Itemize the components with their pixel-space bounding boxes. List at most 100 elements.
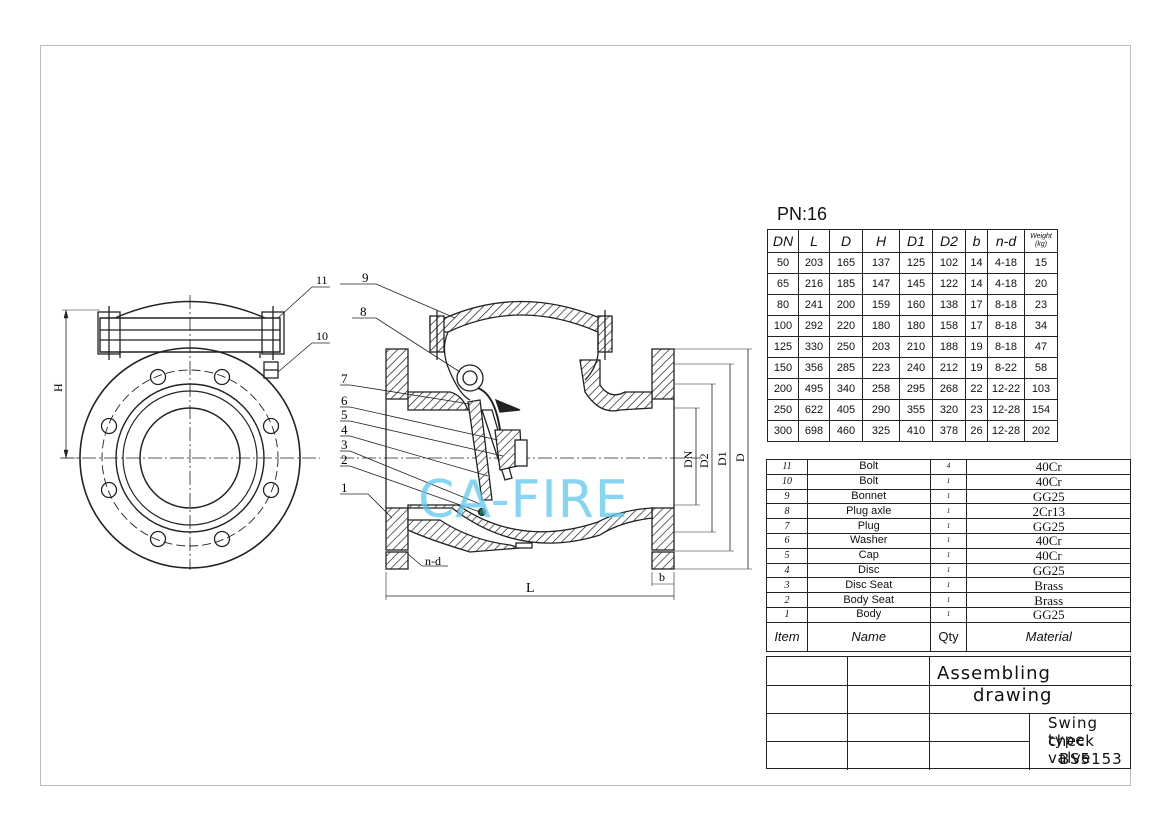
dims-cell: 65 (767, 273, 799, 295)
dims-cell: 223 (862, 357, 900, 379)
parts-cell-qty: 4 (929, 459, 968, 475)
drawing-frame (40, 45, 1131, 786)
parts-cell-material: GG25 (966, 518, 1131, 534)
dims-header: n-d (987, 229, 1025, 253)
dims-cell: 125 (767, 336, 799, 358)
dims-cell: 34 (1024, 315, 1058, 337)
parts-cell-qty: 1 (929, 562, 968, 579)
dims-cell: 102 (932, 252, 966, 274)
swing-line2: check valve (1048, 732, 1095, 767)
callout-2: 2 (341, 452, 348, 467)
dims-cell: 158 (932, 315, 966, 337)
dims-cell: 325 (862, 420, 900, 442)
dims-cell: 159 (862, 294, 900, 316)
title-block: Assembling drawing Swing type check valv… (766, 656, 1132, 770)
parts-cell-name: Plug axle (806, 503, 931, 520)
dim-nd-label: n-d (425, 554, 441, 568)
parts-cell-item: 2 (766, 592, 808, 608)
parts-cell-material: 2Cr13 (966, 503, 1131, 520)
parts-cell-name: Bonnet (806, 488, 931, 505)
section-callouts: 9 8 7 6 5 4 3 2 1 (341, 270, 369, 495)
dims-cell: 4-18 (987, 273, 1025, 295)
dims-cell: 8-18 (987, 336, 1025, 358)
dims-cell: 47 (1024, 336, 1058, 358)
dims-cell: 147 (862, 273, 900, 295)
dims-cell: 356 (798, 357, 830, 379)
dims-cell: 698 (798, 420, 830, 442)
dims-cell: 8-18 (987, 294, 1025, 316)
parts-header-material: Material (966, 621, 1131, 652)
dims-cell: 460 (829, 420, 863, 442)
parts-cell-material: GG25 (966, 488, 1131, 505)
parts-cell-name: Bolt (806, 473, 931, 490)
dims-cell: 100 (767, 315, 799, 337)
weight-label: Weight (1030, 233, 1052, 240)
dims-cell: 210 (899, 336, 933, 358)
dims-cell: 8-18 (987, 315, 1025, 337)
parts-cell-qty: 1 (929, 503, 968, 520)
dims-cell: 622 (798, 399, 830, 421)
parts-header-row: Item Name Qty Material (766, 621, 1131, 652)
dims-cell: 14 (965, 252, 988, 274)
parts-cell-item: 6 (766, 532, 808, 549)
dims-cell: 150 (767, 357, 799, 379)
parts-cell-material: GG25 (966, 562, 1131, 579)
section-dim-labels: L n-d b DN D2 D1 D (425, 450, 747, 596)
swing-line1: Swing type (1048, 714, 1098, 749)
dims-cell: 330 (798, 336, 830, 358)
dims-cell: 12-28 (987, 420, 1025, 442)
pn-title: PN:16 (777, 204, 828, 224)
parts-cell-name: Bolt (806, 459, 931, 475)
dims-cell: 340 (829, 378, 863, 400)
dims-cell: 320 (932, 399, 966, 421)
dims-cell: 19 (965, 357, 988, 379)
callout-3: 3 (341, 437, 348, 452)
dims-cell: 240 (899, 357, 933, 379)
parts-cell-material: Brass (966, 577, 1131, 594)
dims-cell: 185 (829, 273, 863, 295)
dim-H-label: H (51, 383, 65, 392)
watermark: CA-FIRE (418, 470, 629, 530)
dims-cell: 378 (932, 420, 966, 442)
dims-cell: 495 (798, 378, 830, 400)
dims-cell: 22 (965, 378, 988, 400)
parts-cell-qty: 1 (929, 488, 968, 505)
dims-header: b (965, 229, 988, 253)
dims-cell: 137 (862, 252, 900, 274)
parts-cell-name: Plug (806, 518, 931, 534)
dims-cell: 285 (829, 357, 863, 379)
dims-cell: 19 (965, 336, 988, 358)
parts-cell-qty: 1 (929, 547, 968, 564)
dims-cell: 300 (767, 420, 799, 442)
dims-header: D (829, 229, 863, 253)
dims-cell: 180 (899, 315, 933, 337)
parts-cell-name: Washer (806, 532, 931, 549)
dims-cell: 23 (1024, 294, 1058, 316)
weight-unit: (kg) (1034, 241, 1048, 248)
dims-cell: 355 (899, 399, 933, 421)
dims-cell: 290 (862, 399, 900, 421)
callout-4: 4 (341, 422, 348, 437)
standard-code: BS5153 (1059, 750, 1123, 768)
dims-header: H (862, 229, 900, 253)
parts-cell-qty: 1 (929, 518, 968, 534)
dims-cell: 17 (965, 294, 988, 316)
dims-cell: 202 (1024, 420, 1058, 442)
parts-cell-material: GG25 (966, 606, 1131, 623)
parts-header-item: Item (766, 621, 808, 652)
callout-5: 5 (341, 407, 348, 422)
dims-header: D1 (899, 229, 933, 253)
